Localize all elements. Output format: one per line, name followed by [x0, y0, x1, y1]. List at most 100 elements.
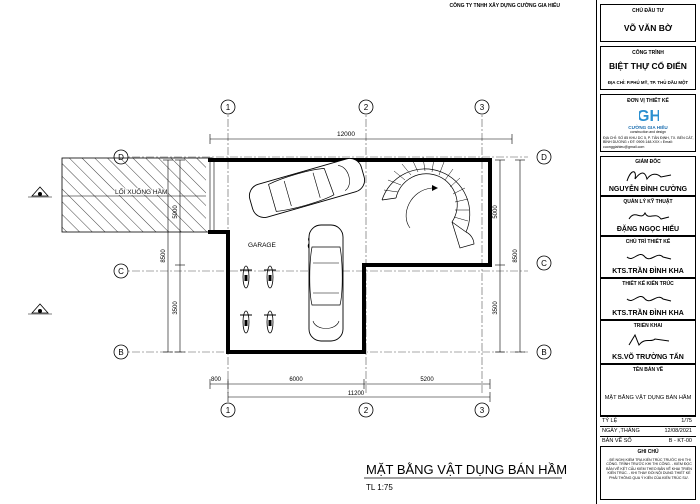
- designer-box: ĐƠN VỊ THIẾT KẾ GH CƯỜNG GIA HIẾU constr…: [600, 94, 696, 152]
- drawing-title: MẶT BẰNG VẬT DỤNG BÁN HẦM: [366, 462, 567, 477]
- dimension-left-part-2: 3500: [173, 301, 179, 315]
- role-person: NGUYỄN ĐÌNH CƯỜNG: [608, 186, 688, 193]
- role-box-implementation: TRIỂN KHAI KS.VÕ TRƯỜNG TẤN: [600, 320, 696, 364]
- role-box-lead-designer: CHỦ TRÌ THIẾT KẾ KTS.TRẦN ĐÌNH KHA: [600, 236, 696, 278]
- info-key: BẢN VẼ SỐ: [602, 438, 632, 444]
- entry-ramp: [61, 157, 213, 233]
- signature-mark: [628, 333, 670, 347]
- svg-text:3: 3: [480, 103, 485, 112]
- dimension-right-total: 8500: [513, 249, 519, 263]
- project-heading: CÔNG TRÌNH: [632, 50, 664, 56]
- svg-text:C: C: [118, 267, 124, 276]
- project-box: CÔNG TRÌNH BIỆT THỰ CỔ ĐIỂN ĐỊA CHỈ: P.P…: [600, 46, 696, 90]
- logo-subtitle: construction and design: [630, 130, 666, 134]
- car-bottom: [308, 224, 344, 342]
- section-marker-upper: [28, 186, 52, 198]
- spiral-staircase: [381, 156, 475, 249]
- grid-bubble-2-top: 2: [358, 99, 374, 115]
- floor-plan-drawing: CÔNG TY TNHH XÂY DỰNG CƯỜNG GIA HIẾU 1 2…: [28, 1, 567, 492]
- title-block: CHỦ ĐẦU TƯ VÕ VĂN BỜ CÔNG TRÌNH BIỆT THỰ…: [596, 0, 700, 504]
- logo-glyphs: GH: [639, 108, 659, 124]
- notes-box: GHI CHÚ - ĐỂ NGHỊ KIỂM TRA KIẾN TRÚC TRƯ…: [600, 446, 696, 500]
- garage-label: GARAGE: [248, 242, 276, 249]
- signature-mark: [626, 171, 672, 182]
- company-info: ĐỊA CHỈ: SỐ 85 KHU DC 5, P. TÂN ĐỊNH, TX…: [603, 136, 694, 149]
- grid-bubble-c-left: C: [113, 263, 129, 279]
- grid-bubble-1-bottom: 1: [220, 402, 236, 418]
- project-address: ĐỊA CHỈ: P.PHÚ MỸ, TP. THỦ DẦU MỘT: [607, 80, 689, 85]
- sheet-name-box: TÊN BẢN VẼ MẶT BẰNG VẬT DỤNG BÁN HẦM: [600, 364, 696, 416]
- svg-text:2: 2: [364, 406, 369, 415]
- project-name: BIỆT THỰ CỔ ĐIỂN: [609, 61, 687, 71]
- info-row-date: NGÀY ,THÁNG 12/08/2021: [600, 426, 696, 436]
- grid-bubble-3-top: 3: [474, 99, 490, 115]
- notes-heading: GHI CHÚ: [637, 449, 659, 455]
- info-value: 1/75: [681, 418, 692, 424]
- notes-text: - ĐỂ NGHỊ KIỂM TRA KIẾN TRÚC TRƯỚC KHI T…: [606, 458, 692, 480]
- svg-text:2: 2: [364, 103, 369, 112]
- company-header: CÔNG TY TNHH XÂY DỰNG CƯỜNG GIA HIẾU: [449, 1, 560, 9]
- section-marker-lower: [28, 303, 52, 315]
- role-person: KS.VÕ TRƯỜNG TẤN: [612, 354, 684, 361]
- building-outline: [208, 158, 492, 354]
- motorbike-4: [264, 310, 276, 334]
- dimension-bottom-part-3: 5200: [420, 377, 434, 383]
- grid-bubble-1-top: 1: [220, 99, 236, 115]
- owner-box: CHỦ ĐẦU TƯ VÕ VĂN BỜ: [600, 4, 696, 42]
- dimension-bottom-part-2: 6000: [289, 377, 303, 383]
- svg-text:B: B: [118, 348, 123, 357]
- info-key: TỶ LỆ: [602, 418, 618, 424]
- grid-bubble-b-left: B: [113, 344, 129, 360]
- dimension-top-text: 12000: [337, 131, 355, 138]
- info-row-scale: TỶ LỆ 1/75: [600, 416, 696, 426]
- role-person: KTS.TRẦN ĐÌNH KHA: [612, 310, 684, 317]
- role-person: KTS.TRẦN ĐÌNH KHA: [612, 268, 684, 275]
- dimension-right-part-2: 3500: [493, 301, 499, 315]
- sheet-heading: TÊN BẢN VẼ: [632, 367, 664, 373]
- svg-text:3: 3: [480, 406, 485, 415]
- svg-text:D: D: [118, 153, 124, 162]
- owner-heading: CHỦ ĐẦU TƯ: [632, 8, 664, 14]
- role-heading: CHỦ TRÌ THIẾT KẾ: [625, 239, 671, 245]
- svg-text:1: 1: [226, 406, 231, 415]
- dimension-left-part-1: 5000: [173, 205, 179, 219]
- dimension-left-total: 8500: [161, 249, 167, 263]
- svg-text:1: 1: [226, 103, 231, 112]
- info-row-sheet-number: BẢN VẼ SỐ B - KT-00: [600, 436, 696, 446]
- grid-bubble-3-bottom: 3: [474, 402, 490, 418]
- role-heading: GIÁM ĐỐC: [635, 159, 661, 165]
- info-key: NGÀY ,THÁNG: [602, 428, 640, 434]
- car-top: [248, 158, 366, 218]
- dimension-bottom-part-1: 800: [211, 377, 222, 383]
- grid-bubble-b-right: B: [536, 344, 552, 360]
- dimension-bottom-total: 11200: [348, 391, 365, 397]
- role-box-technical: QUẢN LÝ KỸ THUẬT ĐẶNG NGỌC HIẾU: [600, 196, 696, 236]
- role-person: ĐẶNG NGỌC HIẾU: [616, 226, 680, 233]
- svg-text:C: C: [541, 259, 547, 268]
- dimension-bottom: [209, 379, 491, 402]
- signature-mark: [626, 295, 672, 302]
- owner-name: VÕ VĂN BỜ: [623, 23, 673, 33]
- info-value: 12/08/2021: [664, 428, 692, 434]
- logo-name: CƯỜNG GIA HIẾU: [628, 125, 668, 130]
- designer-heading: ĐƠN VỊ THIẾT KẾ: [627, 98, 669, 104]
- motorbike-1: [240, 265, 252, 289]
- company-logo: GH: [637, 106, 661, 125]
- dimension-right: [495, 159, 525, 353]
- info-value: B - KT-00: [668, 438, 692, 444]
- signature-mark: [626, 253, 672, 260]
- svg-text:B: B: [541, 348, 546, 357]
- grid-bubble-c-right: C: [536, 255, 552, 271]
- dimension-right-part-1: 5000: [493, 205, 499, 219]
- svg-text:D: D: [541, 153, 547, 162]
- grid-bubble-2-bottom: 2: [358, 402, 374, 418]
- role-box-architect: THIẾT KẾ KIẾN TRÚC KTS.TRẦN ĐÌNH KHA: [600, 278, 696, 320]
- motorbike-3: [240, 310, 252, 334]
- motorbike-2: [264, 265, 276, 289]
- drawing-scale: TL 1:75: [366, 483, 393, 492]
- role-heading: TRIỂN KHAI: [633, 323, 663, 329]
- dimension-top: [209, 134, 513, 144]
- signature-mark: [628, 211, 670, 220]
- sheet-name: MẶT BẰNG VẬT DỤNG BÁN HẦM: [604, 395, 692, 401]
- grid-bubble-d-right: D: [536, 149, 552, 165]
